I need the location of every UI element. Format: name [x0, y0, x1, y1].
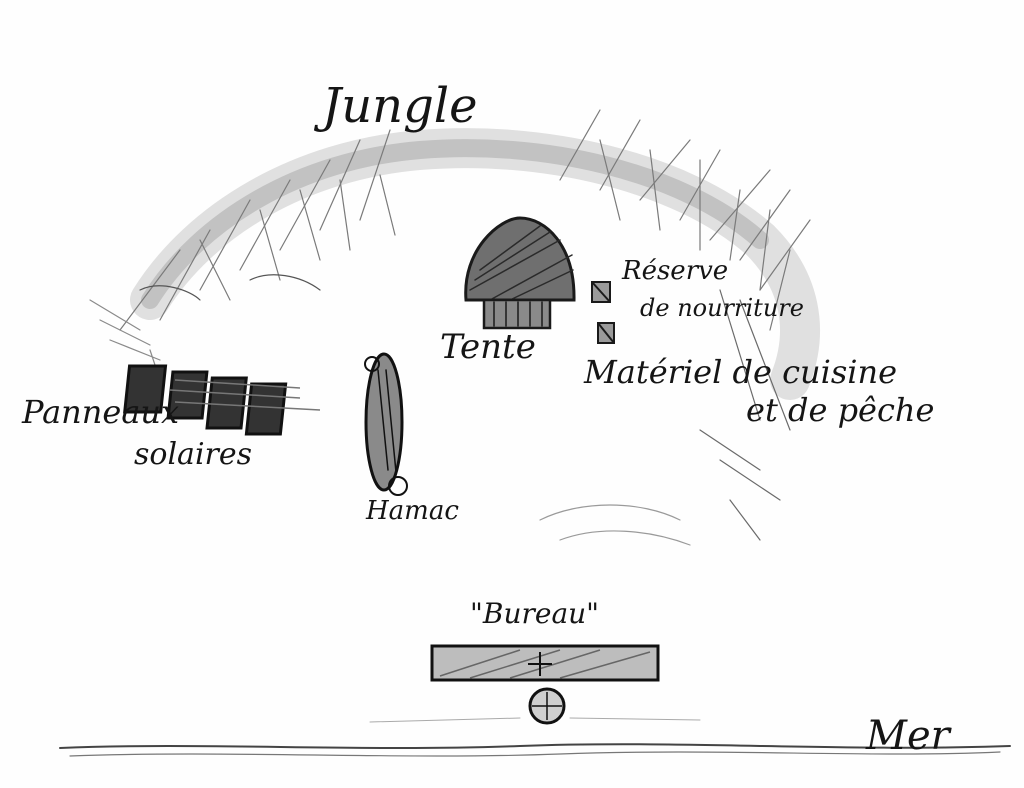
- label-tente: Tente: [440, 327, 536, 367]
- solar-panel-icon: [123, 364, 321, 436]
- stool-icon: [528, 687, 566, 725]
- jungle-foliage: [89, 109, 820, 546]
- label-bureau: "Bureau": [470, 597, 600, 630]
- label-reserve-line2: de nourriture: [640, 294, 804, 322]
- desk-icon: [430, 644, 660, 682]
- label-reserve-line1: Réserve: [622, 256, 729, 286]
- label-materiel-line1: Matériel de cuisine: [584, 353, 898, 391]
- label-panneaux-line1: Panneaux: [22, 393, 180, 431]
- crate-icon: [591, 281, 615, 344]
- label-materiel-line2: et de pêche: [746, 391, 935, 429]
- tent-icon: [464, 216, 576, 330]
- hammock-icon: [364, 352, 408, 496]
- sea-shoreline: [59, 717, 1011, 757]
- label-hamac: Hamac: [366, 496, 459, 526]
- label-panneaux-line2: solaires: [134, 437, 253, 472]
- label-jungle: Jungle: [322, 78, 478, 134]
- label-mer: Mer: [866, 713, 950, 759]
